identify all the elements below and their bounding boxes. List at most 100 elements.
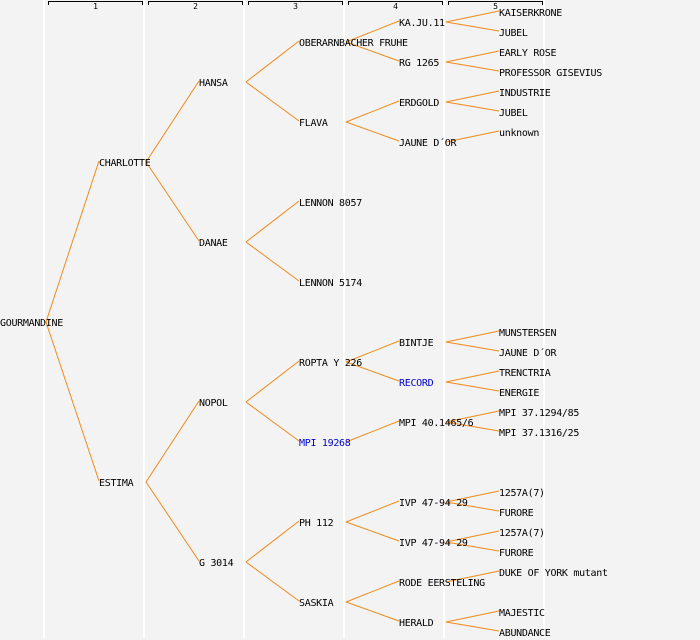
tree-edge — [445, 621, 500, 632]
tree-node: HERALD — [399, 618, 434, 629]
generation-bracket — [448, 1, 543, 5]
tree-edge — [445, 61, 500, 72]
generation-bracket — [48, 1, 143, 5]
tree-edge — [45, 160, 100, 323]
tree-edge — [345, 420, 400, 443]
tree-node: KA.JU.11 — [399, 18, 445, 29]
tree-edge — [445, 610, 500, 623]
tree-edge — [245, 360, 300, 403]
tree-node: GOURMANDINE — [0, 318, 63, 329]
tree-leaf: JAUNE D´OR — [499, 347, 557, 359]
tree-edge — [445, 421, 500, 432]
tree-leaf: JUBEL — [499, 108, 528, 119]
tree-leaf: FURORE — [499, 548, 534, 559]
tree-leaf: LENNON 8057 — [299, 198, 362, 209]
tree-leaf: EARLY ROSE — [499, 48, 556, 59]
tree-edge — [245, 241, 300, 282]
tree-edge — [245, 561, 300, 602]
tree-edge — [445, 10, 500, 23]
tree-edge — [445, 130, 500, 143]
tree-edge — [445, 381, 500, 392]
tree-node: G 3014 — [199, 558, 234, 569]
generation-bracket — [148, 1, 243, 5]
tree-edge — [345, 601, 400, 622]
tree-node[interactable]: RECORD — [399, 378, 434, 389]
tree-edge — [445, 341, 500, 352]
tree-node[interactable]: MPI 19268 — [299, 438, 351, 449]
generation-label: 3 — [293, 2, 298, 11]
tree-edge — [345, 20, 400, 43]
tree-node: ROPTA Y 226 — [299, 358, 362, 369]
tree-edge — [445, 90, 500, 103]
tree-edge — [445, 501, 500, 512]
generation-label: 2 — [193, 2, 198, 11]
generation-label: 1 — [93, 2, 98, 11]
tree-edge — [345, 361, 400, 382]
tree-leaf: 1257A(7) — [499, 528, 545, 539]
tree-edge — [445, 570, 500, 583]
tree-leaf: MPI 37.1316/25 — [499, 428, 579, 439]
generation-label: 5 — [493, 2, 498, 11]
tree-edges — [45, 10, 500, 632]
tree-leaf: ENERGIE — [499, 388, 539, 399]
tree-nodes: GOURMANDINE CHARLOTTE HANSA OBERARNBACHER F… — [0, 8, 608, 639]
tree-edge — [45, 321, 100, 482]
tree-edge — [445, 21, 500, 32]
tree-edge — [245, 401, 300, 442]
tree-leaf: MAJESTIC — [499, 608, 545, 619]
tree-edge — [145, 400, 200, 483]
tree-leaf: MUNSTERSEN — [499, 328, 556, 339]
tree-leaf: MPI 37.1294/85 — [499, 408, 579, 419]
tree-node: HANSA — [199, 78, 228, 89]
tree-edge — [345, 340, 400, 363]
tree-leaf: ABUNDANCE — [499, 628, 551, 639]
tree-node: PH 112 — [299, 518, 334, 529]
tree-node: MPI 40.1465/6 — [399, 418, 474, 429]
tree-edge — [145, 161, 200, 242]
tree-node: ERDGOLD — [399, 98, 439, 109]
generation-label: 4 — [393, 2, 398, 11]
tree-node: CHARLOTTE — [99, 158, 151, 169]
tree-edge — [445, 330, 500, 343]
tree-node: NOPOL — [199, 398, 228, 409]
tree-node: BINTJE — [399, 338, 434, 349]
tree-edge — [245, 40, 300, 83]
tree-leaf: FURORE — [499, 508, 534, 519]
tree-node: IVP 47-94 29 — [399, 538, 468, 549]
tree-edge — [345, 521, 400, 542]
tree-leaf: KAISERKRONE — [499, 8, 562, 19]
tree-node: DANAE — [199, 238, 228, 249]
tree-edge — [345, 500, 400, 523]
tree-edge — [145, 80, 200, 163]
tree-edge — [445, 410, 500, 423]
tree-edge — [345, 41, 400, 62]
tree-edge — [245, 520, 300, 563]
tree-leaf: 1257A(7) — [499, 488, 545, 499]
tree-leaf: DUKE OF YORK mutant — [499, 568, 608, 579]
tree-edge — [145, 481, 200, 562]
tree-node: RODE EERSTELING — [399, 578, 485, 589]
tree-node: ESTIMA — [99, 478, 134, 489]
tree-edge — [345, 121, 400, 142]
tree-edge — [445, 101, 500, 112]
tree-leaf: LENNON 5174 — [299, 278, 362, 289]
tree-leaf: INDUSTRIE — [499, 88, 551, 99]
tree-edge — [245, 200, 300, 243]
tree-edge — [445, 541, 500, 552]
tree-node: FLAVA — [299, 118, 328, 129]
tree-edge — [445, 50, 500, 63]
generation-headers: 1 2 3 4 5 — [48, 1, 543, 11]
tree-edge — [445, 530, 500, 543]
tree-edge — [445, 370, 500, 383]
tree-edge — [245, 81, 300, 122]
tree-leaf: PROFESSOR GISEVIUS — [499, 68, 602, 79]
generation-bracket — [248, 1, 343, 5]
tree-leaf: JUBEL — [499, 28, 528, 39]
generation-bracket — [348, 1, 443, 5]
tree-leaf: TRENCTRIA — [499, 368, 551, 379]
tree-node: OBERARNBACHER FRUHE — [299, 38, 408, 49]
tree-edge — [345, 100, 400, 123]
tree-node: JAUNE D´OR — [399, 137, 457, 149]
tree-node: RG 1265 — [399, 58, 439, 69]
